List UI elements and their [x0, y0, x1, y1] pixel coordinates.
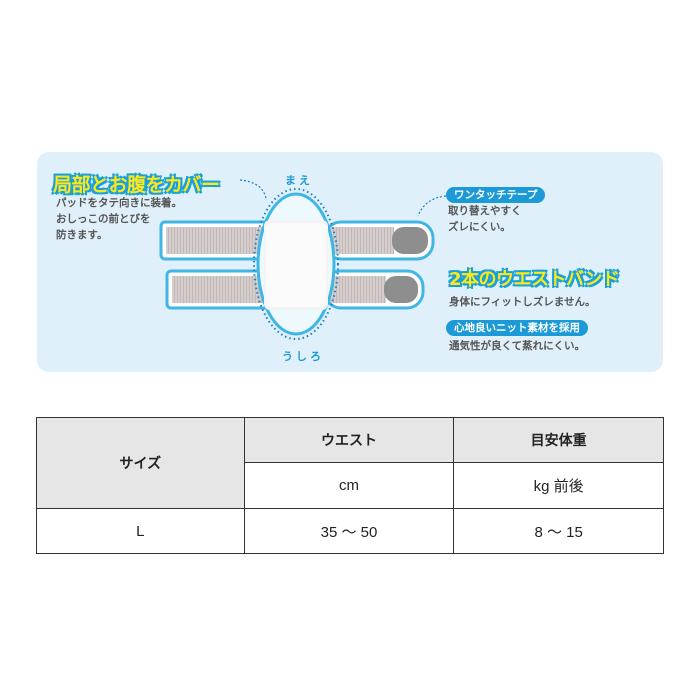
- unit-waist: cm: [243, 462, 455, 509]
- table-header-row: サイズ ウエスト 目安体重: [36, 417, 664, 509]
- cover-description-line: 防きます。: [56, 229, 108, 241]
- size-table: サイズ ウエスト 目安体重 cm kg 前後 L 35 ～ 50 8 ～ 15: [36, 417, 664, 554]
- one-touch-tape-description: 取り替えやすく ズレにくい。: [448, 203, 522, 235]
- one-touch-tape-badge: ワンタッチテープ: [446, 187, 546, 203]
- header-size: サイズ: [36, 417, 245, 509]
- cell-weight: 8 ～ 15: [453, 508, 664, 554]
- front-label: まえ: [285, 174, 313, 187]
- tape-leader-line: [417, 195, 447, 217]
- tape-description-line: ズレにくい。: [448, 221, 511, 233]
- tape-description-line: 取り替えやすく: [448, 205, 522, 217]
- header-waist: ウエスト: [243, 417, 455, 463]
- header-weight: 目安体重: [453, 417, 664, 463]
- table-row: L 35 ～ 50 8 ～ 15: [36, 508, 664, 554]
- right-waist-straps: [323, 220, 435, 310]
- cover-leader-line: [239, 179, 267, 199]
- waistband-headline: 2本のウエストバンド: [448, 269, 620, 291]
- cover-headline: 局部とお腹をカバー: [53, 174, 221, 197]
- knit-description: 通気性が良くて蒸れにくい。: [449, 340, 585, 352]
- cover-description: パッドをタテ向きに装着。 おしっこの前とびを 防きます。: [56, 195, 236, 243]
- unit-weight: kg 前後: [453, 462, 664, 509]
- cell-size: L: [36, 508, 245, 554]
- cover-description-line: おしっこの前とびを: [56, 213, 151, 225]
- knit-material-badge: 心地良いニット素材を採用: [446, 320, 588, 336]
- back-label: うしろ: [282, 350, 324, 363]
- pad-body: [253, 188, 339, 340]
- cover-description-line: パッドをタテ向きに装着。: [56, 197, 182, 209]
- cell-waist: 35 ～ 50: [243, 508, 455, 554]
- waistband-description: 身体にフィットしズレません。: [449, 296, 596, 308]
